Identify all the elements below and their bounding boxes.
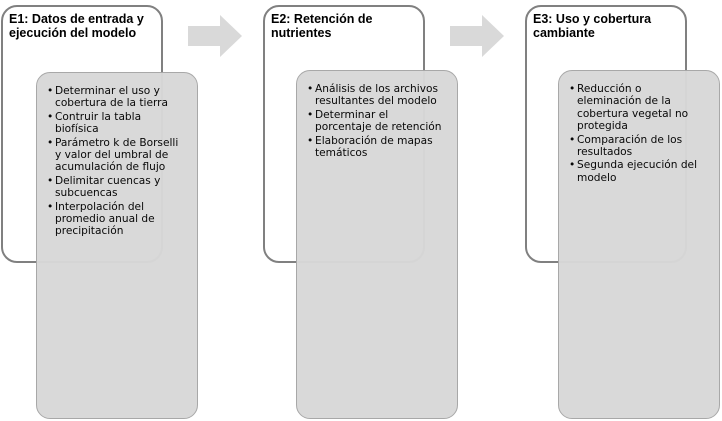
list-item: Delimitar cuencas y subcuencas <box>47 175 187 200</box>
list-item: Determinar el uso y cobertura de la tier… <box>47 85 187 110</box>
stage-3-detail-box: Reducción o eleminación de la cobertura … <box>558 70 720 419</box>
list-item: Interpolación del promedio anual de prec… <box>47 201 187 238</box>
stage-2-title: E2: Retención de nutrientes <box>271 12 373 40</box>
stage-3-title: E3: Uso y cobertura cambiante <box>533 12 652 40</box>
list-item: Contruir la tabla biofísica <box>47 111 187 136</box>
list-item: Parámetro k de Borselli y valor del umbr… <box>47 137 187 174</box>
stage-1-detail-box: Determinar el uso y cobertura de la tier… <box>36 72 198 419</box>
list-item: Reducción o eleminación de la cobertura … <box>569 83 709 133</box>
arrow-right-icon <box>188 15 242 57</box>
stage-2-item-list: Análisis de los archivos resultantes del… <box>307 83 447 160</box>
list-item: Determinar el porcentaje de retención <box>307 109 447 134</box>
stage-2-detail-box: Análisis de los archivos resultantes del… <box>296 70 458 419</box>
list-item: Análisis de los archivos resultantes del… <box>307 83 447 108</box>
list-item: Elaboración de mapas temáticos <box>307 135 447 160</box>
stage-3-item-list: Reducción o eleminación de la cobertura … <box>569 83 709 185</box>
list-item: Comparación de los resultados <box>569 134 709 159</box>
stage-1-title: E1: Datos de entrada y ejecución del mod… <box>9 12 144 40</box>
stage-1-item-list: Determinar el uso y cobertura de la tier… <box>47 85 187 239</box>
list-item: Segunda ejecución del modelo <box>569 159 709 184</box>
arrow-right-icon <box>450 15 504 57</box>
